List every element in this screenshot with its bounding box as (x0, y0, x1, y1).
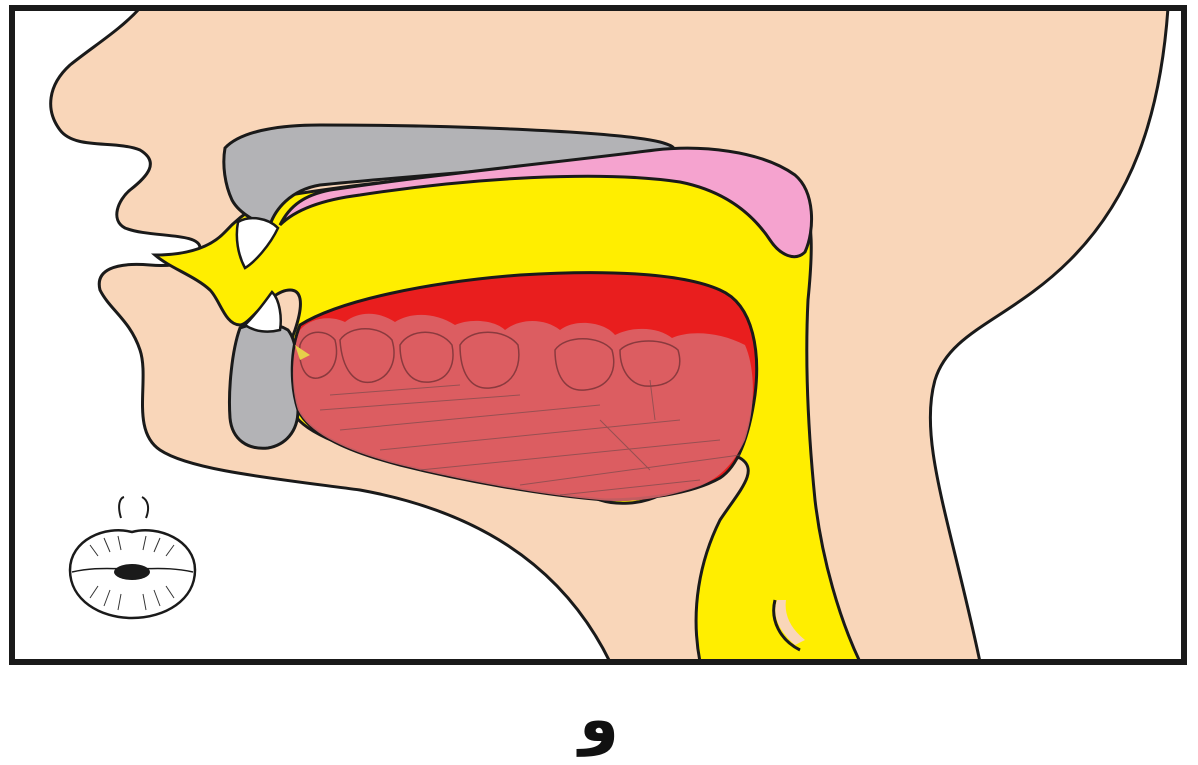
tongue-muscle-texture (292, 313, 753, 502)
muscle-fiber-lines (319, 379, 741, 496)
lower-front-tooth (243, 290, 282, 333)
throat-fold (772, 599, 801, 652)
soft-palate (278, 146, 814, 259)
phoneme-letter-caption: و (579, 683, 619, 757)
lower-jaw-bone (228, 322, 300, 450)
throat-fold-inner (775, 600, 805, 645)
lower-teeth-ridge (298, 328, 681, 391)
upper-front-tooth (235, 216, 280, 270)
diagram-frame (9, 5, 1187, 665)
rounded-lips-icon (68, 496, 197, 620)
airway-accent (295, 345, 310, 360)
